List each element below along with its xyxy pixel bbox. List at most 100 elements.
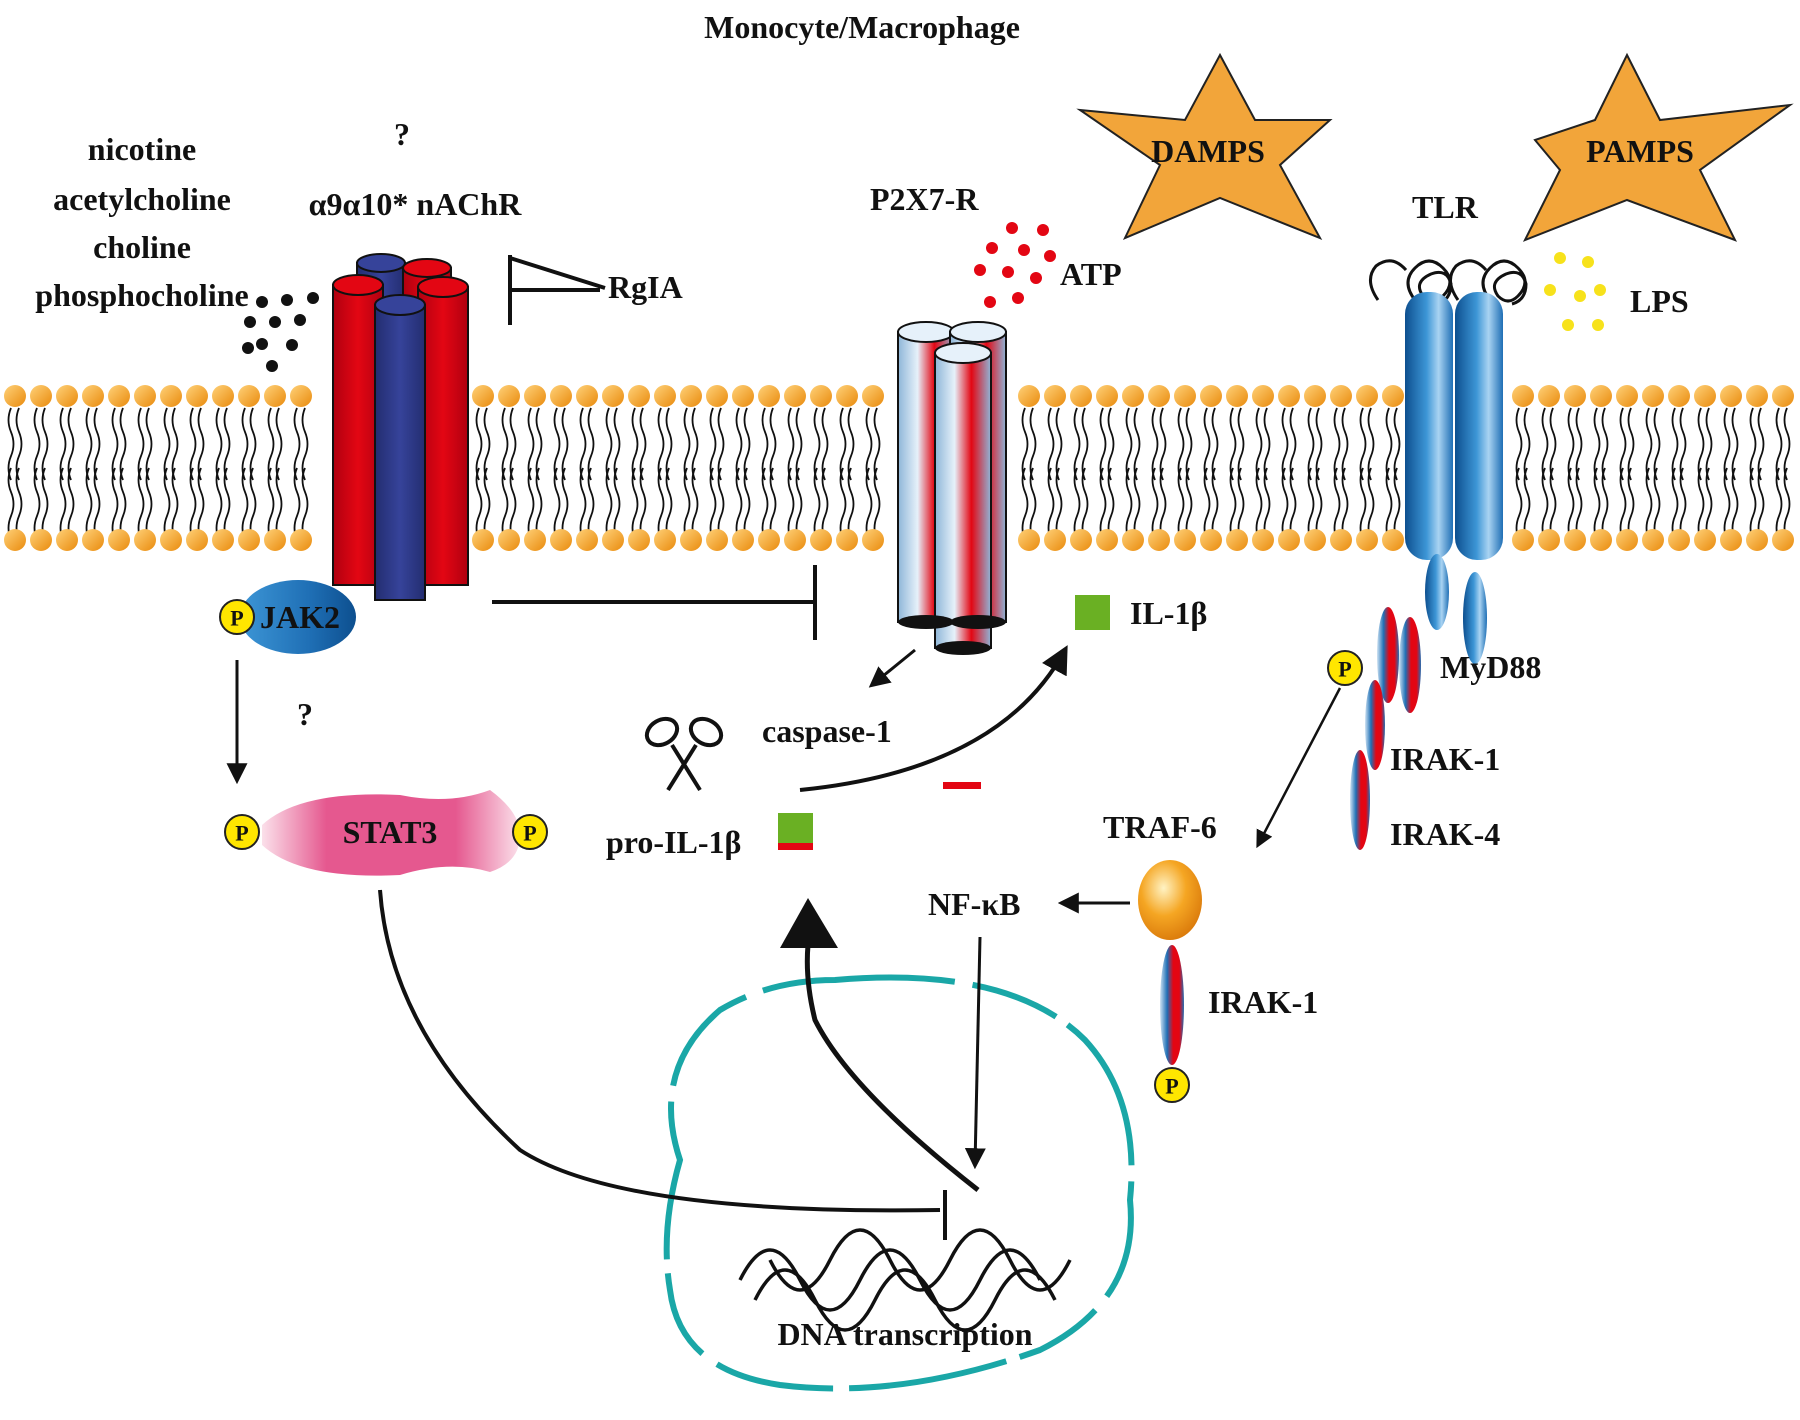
jak2-label: JAK2	[260, 599, 340, 635]
pro-il1b-square	[778, 813, 813, 843]
stat3-phospho-right: P	[523, 821, 536, 846]
lipid-head	[290, 385, 312, 407]
lipid-tail	[1081, 407, 1089, 481]
lipid-head	[4, 385, 26, 407]
lipid-tail	[1185, 467, 1193, 541]
lipid-tail	[1775, 407, 1783, 481]
lipid-tail	[1203, 407, 1211, 481]
lipid-head	[56, 385, 78, 407]
rgia-inhibition	[508, 255, 606, 325]
lipid-tail	[1593, 407, 1601, 481]
lipid-tail	[249, 467, 257, 541]
lipid-head	[732, 385, 754, 407]
lipid-tail	[1575, 467, 1583, 541]
nucleus-outline	[663, 974, 1135, 1392]
lipid-tail	[1601, 407, 1609, 481]
lipid-head	[1252, 529, 1274, 551]
lipid-tail	[85, 407, 93, 481]
lipid-tail	[1627, 467, 1635, 541]
lipid-tail	[1749, 467, 1757, 541]
lipid-tail	[847, 407, 855, 481]
lipid-head	[1356, 529, 1378, 551]
lipid-tail	[301, 407, 309, 481]
lipid-tail	[847, 467, 855, 541]
lipid-tail	[1333, 407, 1341, 481]
lipid-tail	[1523, 407, 1531, 481]
lipid-head	[680, 529, 702, 551]
lipid-tail	[839, 467, 847, 541]
stat3-protein: STAT3 P P	[224, 790, 548, 876]
p2x7-label: P2X7-R	[870, 181, 979, 217]
lipid-head	[82, 385, 104, 407]
lipid-tail	[1523, 467, 1531, 541]
lipid-tail	[501, 407, 509, 481]
lipid-tail	[1133, 407, 1141, 481]
lipid-tail	[241, 407, 249, 481]
lipid-tail	[1679, 467, 1687, 541]
lipid-head	[628, 529, 650, 551]
lipid-tail	[171, 467, 179, 541]
lipid-tail	[665, 467, 673, 541]
lipid-tail	[1099, 407, 1107, 481]
il1b-label: IL-1β	[1130, 595, 1207, 631]
lipid-tail	[1705, 467, 1713, 541]
lipid-head	[784, 529, 806, 551]
lipid-tail	[813, 467, 821, 541]
lipid-tail	[59, 407, 67, 481]
lipid-tail	[1107, 407, 1115, 481]
lipid-tail	[215, 467, 223, 541]
lipid-head	[108, 529, 130, 551]
lipid-tail	[1307, 407, 1315, 481]
lipid-tail	[1185, 407, 1193, 481]
transcription-arrowhead	[780, 898, 838, 948]
lipid-tail	[33, 407, 41, 481]
lipid-tail	[1385, 467, 1393, 541]
lipid-tail	[1367, 467, 1375, 541]
lipid-tail	[1723, 467, 1731, 541]
lipid-head	[602, 385, 624, 407]
tlr-receptor	[1369, 259, 1528, 664]
lipid-head	[238, 529, 260, 551]
lipid-head	[1304, 385, 1326, 407]
lipid-head	[1252, 385, 1274, 407]
lipid-tail	[1757, 407, 1765, 481]
lipid-tail	[189, 407, 197, 481]
lipid-tail	[735, 467, 743, 541]
lipid-tail	[223, 467, 231, 541]
lipid-head	[810, 529, 832, 551]
lipid-head	[186, 529, 208, 551]
ligand-dots	[242, 292, 319, 372]
lipid-tail	[1541, 407, 1549, 481]
lipid-tail	[1229, 467, 1237, 541]
lipid-tail	[865, 407, 873, 481]
lipid-tail	[1281, 407, 1289, 481]
irak-phospho: P	[1338, 657, 1351, 682]
lipid-tail	[1133, 467, 1141, 541]
lipid-head	[1304, 529, 1326, 551]
lipid-head	[1564, 529, 1586, 551]
lipid-head	[238, 385, 260, 407]
lipid-head	[1694, 385, 1716, 407]
lipid-tail	[1229, 407, 1237, 481]
lipid-tail	[1731, 467, 1739, 541]
lipid-tail	[197, 407, 205, 481]
lipid-head	[1174, 529, 1196, 551]
lipid-tail	[67, 407, 75, 481]
lipid-tail	[587, 467, 595, 541]
lipid-tail	[1593, 467, 1601, 541]
lipid-head	[1278, 385, 1300, 407]
lipid-head	[1720, 529, 1742, 551]
lipid-head	[1642, 385, 1664, 407]
lipid-tail	[821, 467, 829, 541]
lipid-tail	[1263, 407, 1271, 481]
lipid-tail	[1203, 467, 1211, 541]
lipid-head	[732, 529, 754, 551]
lipid-head	[264, 529, 286, 551]
lipid-tail	[1619, 407, 1627, 481]
lipid-tail	[1515, 407, 1523, 481]
lipid-head	[56, 529, 78, 551]
lipid-tail	[527, 467, 535, 541]
lipid-head	[290, 529, 312, 551]
lipid-head	[1278, 529, 1300, 551]
lipid-head	[1590, 385, 1612, 407]
